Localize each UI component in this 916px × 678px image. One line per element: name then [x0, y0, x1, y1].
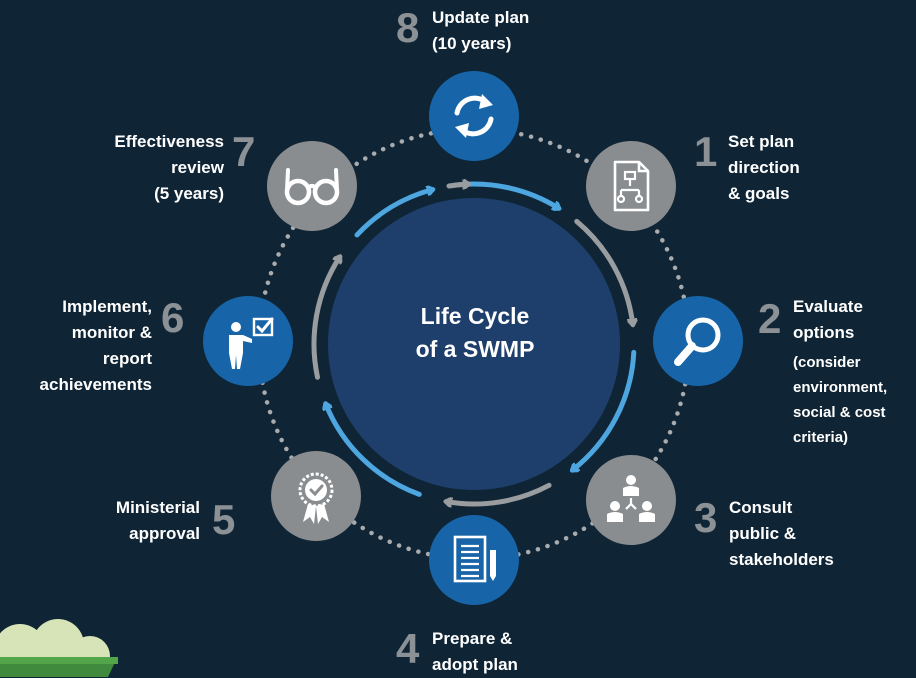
step-1-line: & goals — [728, 184, 790, 203]
step-5-number: 5 — [212, 496, 236, 543]
step-2-line: options — [793, 323, 855, 342]
center-title-line1: Life Cycle — [420, 303, 530, 329]
step-2-node — [653, 296, 743, 386]
step-5-line: approval — [129, 524, 200, 543]
step-4-node — [429, 515, 519, 605]
step-6-label: Implement, monitor & report achievements — [40, 294, 152, 398]
step-8-circle — [429, 71, 519, 161]
step-3-label: Consult public & stakeholders — [729, 495, 834, 573]
step-2-line: Evaluate — [793, 297, 863, 316]
step-1-node — [586, 141, 676, 231]
refresh-arrows-icon — [454, 94, 494, 138]
step-2-note-line: social & cost — [793, 404, 886, 421]
cycle-arrow — [574, 218, 633, 324]
step-6-line: monitor & — [71, 323, 152, 342]
step-2-note-line: (consider — [793, 354, 861, 371]
step-2-note-line: criteria) — [793, 429, 849, 446]
center-title: Life Cycle of a SWMP — [330, 300, 620, 366]
step-3-number: 3 — [694, 494, 718, 541]
people-network-icon — [607, 475, 655, 522]
step-8-node — [429, 71, 519, 161]
step-6-line: Implement, — [62, 297, 152, 316]
cycle-arrow — [311, 257, 340, 380]
step-7-node — [267, 141, 357, 231]
step-6-number: 6 — [161, 294, 185, 341]
step-6-line: report — [102, 349, 152, 368]
step-2-number: 2 — [758, 295, 782, 342]
step-1-number: 1 — [694, 128, 718, 175]
step-5-node — [271, 451, 361, 541]
step-7-line: review — [171, 158, 224, 177]
step-8-label: Update plan (10 years) — [432, 5, 529, 57]
step-2-note-line: environment, — [793, 379, 888, 396]
step-4-line: adopt plan — [432, 655, 518, 674]
step-5-label: Ministerial approval — [116, 495, 200, 547]
step-3-line: stakeholders — [729, 550, 834, 569]
step-4-line: Prepare & — [432, 629, 513, 648]
document-pencil-icon — [453, 535, 496, 583]
magnifier-icon — [674, 317, 721, 366]
step-2-label: Evaluate options (consider environment, … — [793, 294, 887, 450]
step-3-line: public & — [729, 524, 797, 543]
cycle-arrow — [446, 482, 552, 504]
center-title-line2: of a SWMP — [415, 336, 535, 362]
step-1-line: Set plan — [728, 132, 795, 151]
step-4-circle — [429, 515, 519, 605]
step-7-line: (5 years) — [154, 184, 224, 203]
step-7-line: Effectiveness — [114, 132, 224, 151]
step-1-label: Set plan direction & goals — [728, 129, 800, 207]
step-3-node — [586, 455, 676, 545]
step-5-line: Ministerial — [115, 498, 200, 517]
step-3-line: Consult — [729, 498, 793, 517]
step-6-line: achievements — [39, 375, 152, 394]
step-6-node — [203, 296, 293, 386]
glasses-icon — [284, 168, 340, 206]
step-8-number: 8 — [396, 4, 420, 51]
step-8-line: Update plan — [432, 8, 530, 27]
step-4-label: Prepare & adopt plan — [432, 626, 518, 678]
center-circle — [328, 198, 620, 490]
cycle-arrow — [326, 404, 422, 497]
step-7-number: 7 — [232, 128, 256, 175]
flowchart-document-icon — [613, 160, 650, 212]
step-4-number: 4 — [396, 625, 420, 672]
cycle-arrow — [354, 190, 433, 238]
step-2-circle — [653, 296, 743, 386]
step-7-label: Effectiveness review (5 years) — [114, 129, 224, 207]
certificate-badge-icon — [298, 472, 334, 524]
step-8-line: (10 years) — [432, 34, 512, 53]
presenter-checkbox-icon — [229, 317, 274, 369]
step-1-line: direction — [728, 158, 800, 177]
decorative-tree-roof — [0, 619, 118, 677]
cycle-arrow — [446, 184, 468, 186]
cycle-arrow — [573, 349, 637, 473]
